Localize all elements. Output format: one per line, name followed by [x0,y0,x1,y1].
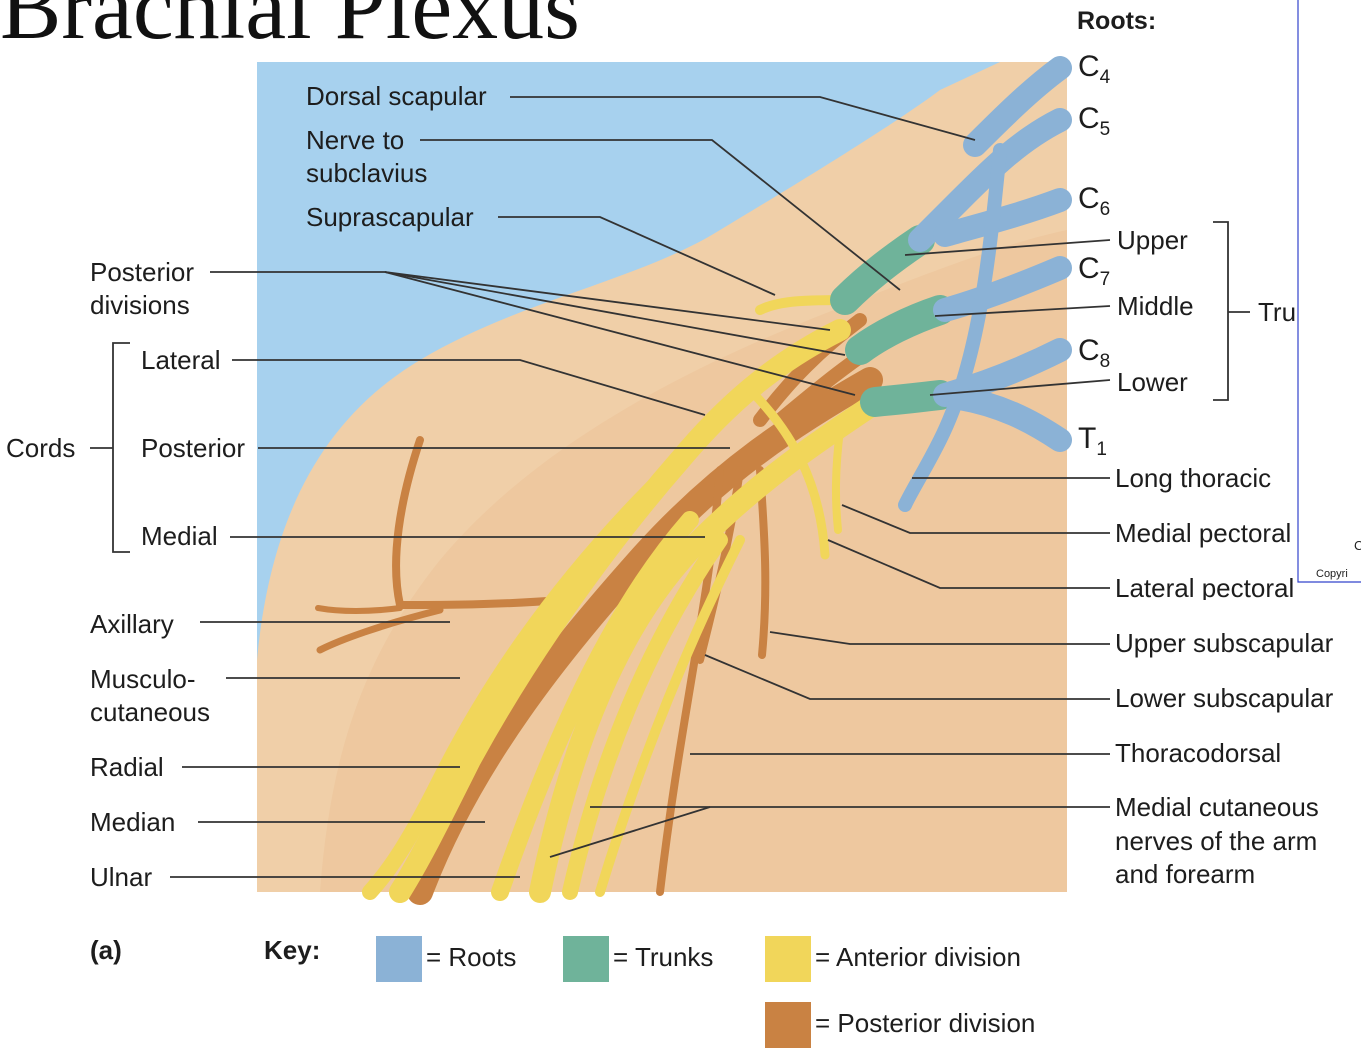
root-label-c5: C5 [1078,102,1110,141]
overlay-cut-letter: C [1354,538,1361,553]
cords-bracket [113,343,130,552]
label-dorsal-scapular: Dorsal scapular [306,80,487,113]
label-thoracodorsal: Thoracodorsal [1115,737,1281,770]
right-labels-clip-upper: Long thoracic Medial pectoral Lateral pe… [1110,0,1298,600]
label-upper-subscapular: Upper subscapular [1115,627,1333,660]
root-label-c4: C4 [1078,50,1110,89]
root-label-c6: C6 [1078,182,1110,221]
label-ulnar: Ulnar [90,861,152,894]
root-label-t1: T1 [1078,422,1107,461]
label-posterior-divisions-1: Posterior [90,256,194,289]
label-nerve-to-subclavius-2: subclavius [306,157,427,190]
root-label-c7: C7 [1078,252,1110,291]
page-title: Brachial Plexus [0,0,580,60]
label-nerve-to-subclavius-1: Nerve to [306,124,404,157]
label-medial-cord: Medial [141,520,218,553]
figure-label: (a) [90,934,122,967]
axillary-branch-3 [318,608,400,611]
label-posterior-divisions-2: divisions [90,289,190,322]
key-swatch-anterior [765,936,811,982]
label-axillary: Axillary [90,608,174,641]
label-suprascapular: Suprascapular [306,201,474,234]
label-posterior-cord: Posterior [141,432,245,465]
label-musculocutaneous-2: cutaneous [90,696,210,729]
key-label-posterior: = Posterior division [815,1007,1035,1040]
key-swatch-trunks [563,936,609,982]
lower-trunk [875,395,940,402]
label-medial-cutaneous-1: Medial cutaneous [1115,791,1319,824]
label-medial-pectoral: Medial pectoral [1115,517,1291,550]
label-lateral-pectoral: Lateral pectoral [1115,572,1294,600]
key-swatch-roots [376,936,422,982]
key-label-trunks: = Trunks [613,941,713,974]
label-long-thoracic: Long thoracic [1115,462,1271,495]
label-lower-subscapular: Lower subscapular [1115,682,1333,715]
label-musculocutaneous-1: Musculo- [90,663,195,696]
label-medial-cutaneous-3: and forearm [1115,858,1255,891]
label-medial-cutaneous-2: nerves of the arm [1115,825,1317,858]
label-lateral-cord: Lateral [141,344,221,377]
label-median: Median [90,806,175,839]
overlay-copyright-text: Copyri [1316,568,1348,580]
root-label-c8: C8 [1078,334,1110,373]
key-heading: Key: [264,934,320,967]
key-swatch-posterior [765,1002,811,1048]
key-label-roots: = Roots [426,941,516,974]
label-cords: Cords [6,432,75,465]
label-radial: Radial [90,751,164,784]
medial-pectoral-nerve [836,430,840,530]
key-label-anterior: = Anterior division [815,941,1021,974]
